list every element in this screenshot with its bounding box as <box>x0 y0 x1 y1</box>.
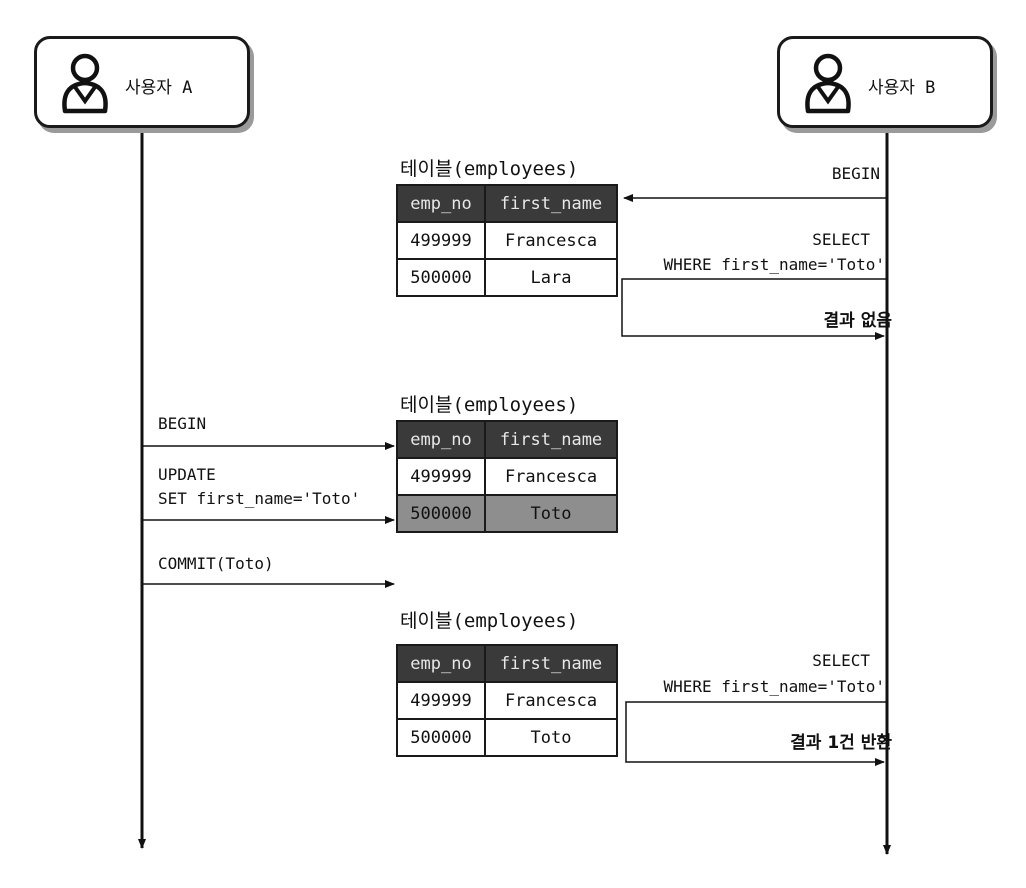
label-b-where-2: WHERE first_name='Toto' <box>663 677 885 696</box>
column-header: emp_no <box>396 420 486 459</box>
bracket-b-select-2 <box>625 701 887 766</box>
label-b-select-1: SELECT <box>812 230 870 249</box>
table-caption: 테이블(employees) <box>400 610 579 632</box>
table-row: 499999 Francesca <box>396 681 618 720</box>
employees-table-1: emp_no first_name 499999 Francesca 50000… <box>396 184 618 297</box>
actor-box-a: 사용자 A <box>34 36 250 128</box>
table-row: 500000 Toto <box>396 718 618 757</box>
actor-box-b: 사용자 B <box>777 36 993 128</box>
employees-table-2: emp_no first_name 499999 Francesca 50000… <box>396 420 618 533</box>
table-row: 499999 Francesca <box>396 221 618 260</box>
label-b-result-none: 결과 없음 <box>823 311 892 331</box>
cell-emp-no: 500000 <box>396 494 486 533</box>
cell-first-name: Toto <box>484 494 618 533</box>
label-a-commit: COMMIT(Toto) <box>158 554 274 573</box>
cell-first-name: Francesca <box>484 221 618 260</box>
cell-emp-no: 499999 <box>396 681 486 720</box>
user-icon <box>62 53 108 114</box>
label-b-begin: BEGIN <box>831 164 880 183</box>
actor-name-b: 사용자 B <box>868 78 936 98</box>
label-b-where-1: WHERE first_name='Toto' <box>663 255 885 274</box>
label-a-begin: BEGIN <box>158 414 207 433</box>
label-b-result-one: 결과 1건 반환 <box>790 733 892 753</box>
bracket-b-select-1 <box>621 278 887 340</box>
table-caption: 테이블(employees) <box>400 158 579 180</box>
cell-first-name: Francesca <box>484 457 618 496</box>
cell-first-name: Francesca <box>484 681 618 720</box>
column-header: emp_no <box>396 644 486 683</box>
column-header: first_name <box>484 644 618 683</box>
label-a-update: UPDATE <box>158 465 216 484</box>
column-header: emp_no <box>396 184 486 223</box>
employees-table-3: emp_no first_name 499999 Francesca 50000… <box>396 644 618 757</box>
cell-first-name: Toto <box>484 718 618 757</box>
table-row: 499999 Francesca <box>396 457 618 496</box>
cell-emp-no: 499999 <box>396 221 486 260</box>
column-header: first_name <box>484 184 618 223</box>
cell-first-name: Lara <box>484 258 618 297</box>
user-icon <box>805 53 851 114</box>
table-row-updated: 500000 Toto <box>396 494 618 533</box>
cell-emp-no: 500000 <box>396 718 486 757</box>
table-caption: 테이블(employees) <box>400 394 579 416</box>
actor-name-a: 사용자 A <box>125 78 193 98</box>
label-b-select-2: SELECT <box>812 651 870 670</box>
cell-emp-no: 499999 <box>396 457 486 496</box>
cell-emp-no: 500000 <box>396 258 486 297</box>
table-row: 500000 Lara <box>396 258 618 297</box>
label-a-set: SET first_name='Toto' <box>158 489 361 508</box>
column-header: first_name <box>484 420 618 459</box>
